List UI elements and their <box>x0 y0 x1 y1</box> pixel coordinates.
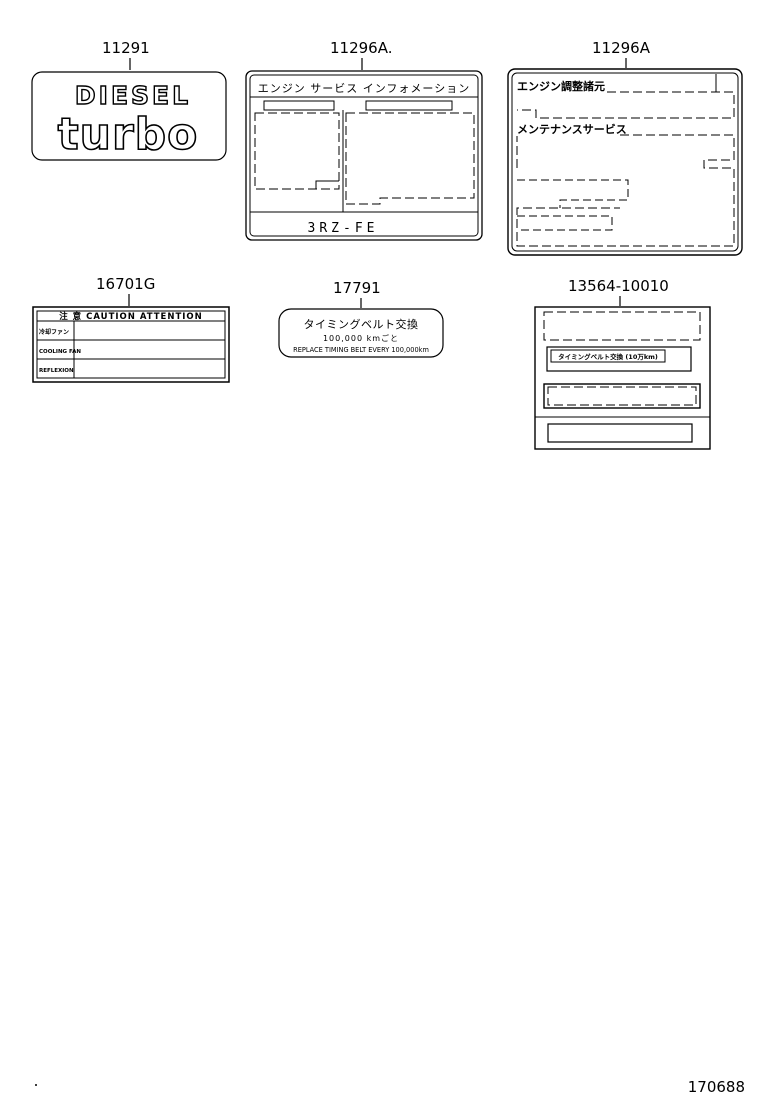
section-title-2: メンテナンスサービス <box>517 122 627 136</box>
label-outline <box>534 306 711 450</box>
section-2-step <box>517 179 629 208</box>
label-11291: 11291 DIESEL turbo <box>31 39 227 161</box>
label-13564-10010: 13564-10010 タイミングベルト交換 (10万km) <box>534 277 711 450</box>
left-panel-step <box>315 180 339 189</box>
right-title-bar <box>365 100 453 111</box>
middle-panel-inner <box>547 386 697 406</box>
inner-label-box <box>550 349 666 363</box>
section-title-1: エンジン調整諸元 <box>517 79 605 93</box>
illustration-number: 170688 <box>688 1078 745 1096</box>
lower-panel <box>547 423 693 443</box>
middle-panel <box>543 383 701 409</box>
timing-belt-line1: タイミングベルト交換 <box>304 317 419 331</box>
label-11296a: 11296A エンジン調整諸元 メンテナンスサービス <box>507 39 743 256</box>
part-number-11291: 11291 <box>102 39 150 57</box>
section-2-box <box>516 134 735 247</box>
label-outline <box>32 306 230 383</box>
part-number-16701g: 16701G <box>96 275 155 293</box>
stray-dot <box>35 1084 37 1086</box>
right-panel <box>345 112 475 205</box>
part-number-11296a: 11296A <box>592 39 651 57</box>
label-header: エンジン サービス インフォメーション <box>258 82 470 95</box>
label-17791: 17791 タイミングベルト交換 100,000 kmごと REPLACE TI… <box>278 279 444 358</box>
inner-label-text: タイミングベルト交換 (10万km) <box>558 352 658 361</box>
section-1-box <box>517 91 735 119</box>
timing-belt-line2: 100,000 kmごと <box>323 333 399 343</box>
part-number-13564-10010: 13564-10010 <box>568 277 669 295</box>
left-title-bar <box>263 100 335 111</box>
label-inner-border <box>511 72 739 252</box>
label-16701g: 16701G 注 意 CAUTION ATTENTION 冷却ファン COOLI… <box>32 275 230 383</box>
label-outline <box>507 68 743 256</box>
part-number-17791: 17791 <box>333 279 381 297</box>
badge-outline <box>31 71 227 161</box>
part-number-11296a-dot: 11296A. <box>330 39 392 57</box>
left-panel <box>254 112 340 190</box>
label-inner-border <box>249 74 479 237</box>
badge-line1: DIESEL <box>75 81 191 110</box>
caution-row-3: REFLEXION <box>39 368 74 374</box>
label-inner-border <box>36 310 226 379</box>
label-11296a-dot: 11296A. エンジン サービス インフォメーション 3RZ-FE <box>245 39 483 241</box>
engine-code: 3RZ-FE <box>308 221 379 236</box>
upper-panel <box>543 311 701 341</box>
inner-label-outer <box>546 346 692 372</box>
caution-row-1: 冷却ファン <box>39 328 69 336</box>
caution-header: 注 意 CAUTION ATTENTION <box>59 311 203 322</box>
timing-belt-line3: REPLACE TIMING BELT EVERY 100,000km <box>293 346 429 354</box>
section-2-sub-box <box>517 215 613 231</box>
badge-line2: turbo <box>58 109 199 160</box>
label-outline <box>245 70 483 241</box>
label-outline <box>278 308 444 358</box>
caution-row-2: COOLING FAN <box>39 349 81 355</box>
